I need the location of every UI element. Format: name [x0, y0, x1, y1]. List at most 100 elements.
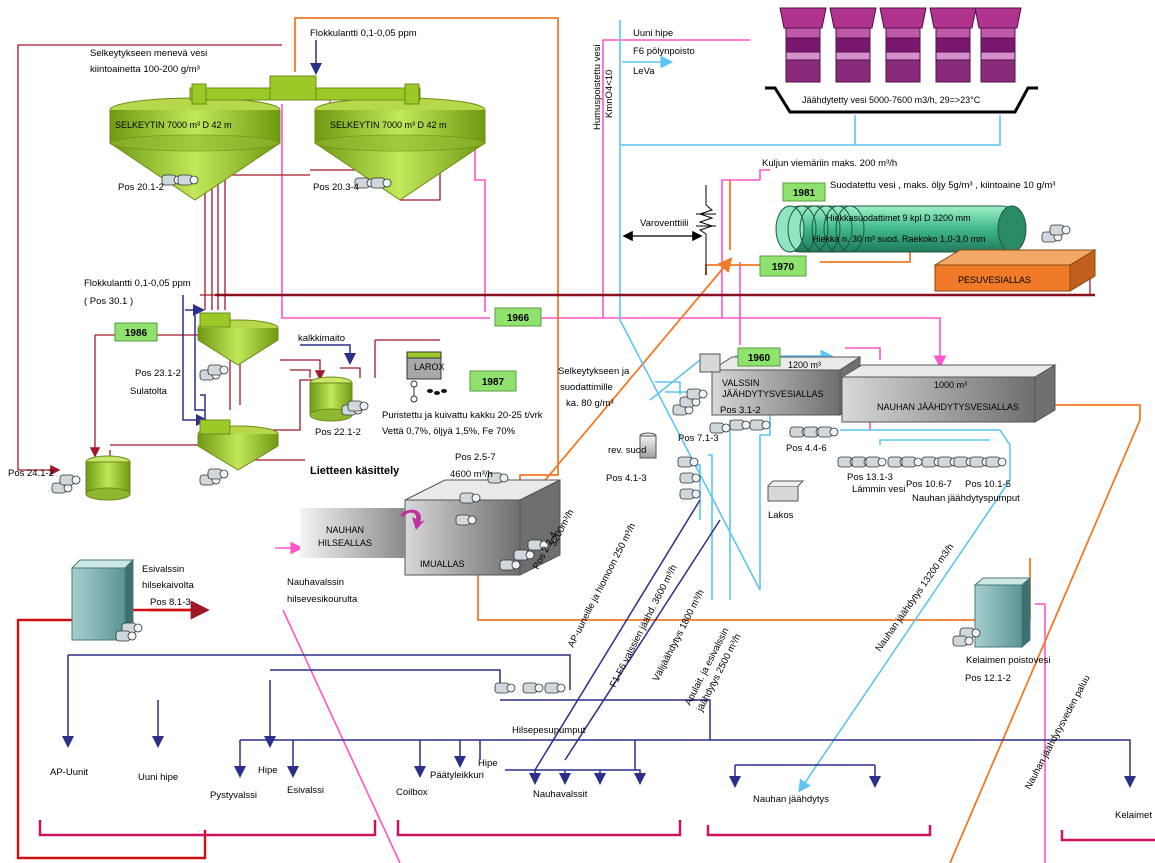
pump-icon: [500, 560, 520, 570]
discharge-buses: [40, 820, 1155, 840]
label-kelaimen-poisto: Kelaimen poistovesi: [966, 655, 1051, 666]
badge-1981: 1981: [783, 183, 825, 201]
label-esivalssi: Esivalssi: [287, 785, 324, 796]
label-nauhan-pumput: Nauhan jäähdytyspumput: [912, 493, 1020, 504]
label-selk-suod-3: ka. 80 g/m³: [566, 398, 614, 409]
label-pos-24: Pos 24.1-2: [8, 468, 54, 479]
pump-icon: [687, 389, 707, 399]
pump-icon: [348, 401, 368, 411]
red-pipes: [18, 610, 205, 858]
pump-icon: [866, 457, 886, 467]
label-selkeytin-1: SELKEYTIN 7000 m³ D 42 m: [115, 120, 232, 130]
label-valssin-1: VALSSIN: [722, 378, 759, 388]
nauhan-basin: [842, 365, 1055, 422]
small-clarifier-2: [198, 420, 278, 470]
label-uuni-hipe-top: Uuni hipe: [633, 28, 673, 39]
label-uuni-hipe: Uuni hipe: [138, 772, 178, 783]
label-pos-20-1: Pos 20.1-2: [118, 182, 164, 193]
svg-text:1966: 1966: [507, 313, 530, 324]
label-pos-10-6: Pos 10.6-7: [906, 479, 952, 490]
label-hiekka-2: Hiekka n. 30 m³ suod. Raekoko 1,0-3,0 mm: [812, 234, 986, 244]
label-suodatettu: Suodatettu vesi , maks. öljy 5g/m³ , kii…: [830, 180, 1055, 191]
svg-text:1970: 1970: [772, 262, 795, 273]
label-pos-8-1: Pos 8.1-3: [150, 597, 191, 608]
label-pesuvesiallas: PESUVESIALLAS: [958, 275, 1031, 285]
label-nauhan-13200: Nauhan jäähdytys 13200 m3/h: [873, 542, 956, 654]
label-pos-10-1: Pos 10.1-5: [965, 479, 1011, 490]
svg-text:1960: 1960: [748, 353, 771, 364]
pump-icon: [730, 420, 750, 430]
safety-valve: [696, 185, 716, 275]
pump-icon: [460, 493, 480, 503]
label-m3-1200: 1200 m³: [788, 360, 821, 370]
label-nauhan-jaahd-allas: NAUHAN JÄÄHDYTYSVESIALLAS: [877, 402, 1019, 412]
label-flokkulantti-mid: Flokkulantti 0,1-0,05 ppm: [84, 278, 191, 289]
pump-icon: [902, 457, 922, 467]
label-lietteen: Lietteen käsittely: [310, 465, 400, 477]
label-kalkkimaito: kalkkimaito: [298, 333, 345, 344]
tank-pos-24: [86, 456, 130, 500]
svg-text:1986: 1986: [125, 328, 148, 339]
label-jaahdytetty: Jäähdytetty vesi 5000-7600 m3/h, 29=>23°…: [802, 95, 981, 105]
pump-icon: [680, 489, 700, 499]
pump-icon: [456, 515, 476, 525]
label-pos-23: Pos 23.1-2: [135, 368, 181, 379]
label-nauhavalssin-1: Nauhavalssin: [287, 577, 344, 588]
label-pos-4-4: Pos 4.4-6: [786, 443, 827, 454]
label-hipe-1: Hipe: [258, 765, 278, 776]
pump-icon: [523, 683, 543, 693]
label-kelaimet: Kelaimet: [1115, 810, 1152, 821]
label-pos-3-1: Pos 3.1-2: [720, 405, 761, 416]
label-hiekka-1: Hiekkasuodattimet 9 kpl D 3200 mm: [826, 213, 971, 223]
label-selk-suod-2: suodattimille: [560, 382, 613, 393]
label-varoventtiili: Varoventtiili: [640, 218, 688, 229]
pump-icon: [495, 683, 515, 693]
label-selkeytykseen-1: Selkeytykseen menevä vesi: [90, 48, 207, 59]
badge-1966: 1966: [495, 308, 541, 326]
label-rev-suod: rev. suod: [608, 445, 646, 456]
label-esivalssin-2: hilsekaivolta: [142, 580, 194, 591]
label-selkeytykseen-2: kiintoainetta 100-200 g/m³: [90, 64, 200, 75]
pump-icon: [1050, 225, 1070, 235]
label-esivalssin-1: Esivalssin: [142, 564, 184, 575]
pump-icon: [60, 475, 80, 485]
lakos-box: [768, 481, 803, 501]
label-pos-22: Pos 22.1-2: [315, 427, 361, 438]
label-lakos: Lakos: [768, 510, 794, 521]
label-nauhavalssin-2: hilsevesikourulta: [287, 594, 358, 605]
label-pos-30-1: ( Pos 30.1 ): [84, 296, 133, 307]
badge-1987: 1987: [470, 371, 516, 391]
label-m3-1000: 1000 m³: [934, 380, 967, 390]
label-leva: LeVa: [633, 66, 655, 77]
label-pos-2-5: Pos 2.5-7: [455, 452, 496, 463]
label-ap-uunit-flow: AP-uuneille ja hiomoon 250 m³/h: [566, 522, 638, 650]
badge-1960: 1960: [738, 348, 780, 366]
label-humus-1: Humuspoistettu vesi: [592, 44, 603, 130]
clarifier-feed-box: [190, 76, 420, 104]
label-hilsepesupumput: Hilsepesupumput: [512, 725, 586, 736]
label-valssin-2: JÄÄHDYTYSVESIALLAS: [722, 389, 824, 399]
label-ap-uunit: AP-Uunit: [50, 767, 88, 778]
label-humus-2: KmnO4<10: [604, 70, 615, 118]
label-coilbox: Coilbox: [396, 787, 428, 798]
label-lammin-vesi: Lämmin vesi: [852, 484, 905, 495]
label-pos-20-3: Pos 20.3-4: [313, 182, 359, 193]
badge-1986: 1986: [115, 323, 157, 341]
pump-icon: [178, 175, 198, 185]
pump-icon: [986, 457, 1006, 467]
label-nauhan-hilse-2: HILSEALLAS: [318, 538, 372, 548]
pump-icon: [371, 178, 391, 188]
label-flokkulantti-top: Flokkulantti 0,1-0,05 ppm: [310, 28, 417, 39]
svg-text:1981: 1981: [793, 188, 816, 199]
label-larox: LAROX: [414, 362, 445, 372]
svg-text:1987: 1987: [482, 377, 505, 388]
pump-icon: [680, 473, 700, 483]
pump-icon: [116, 631, 136, 641]
label-kuljun: Kuljun viemäriin maks. 200 m³/h: [762, 158, 897, 169]
pump-icon: [514, 550, 534, 560]
larox-filter: [407, 352, 447, 402]
label-imuallas: IMUALLAS: [420, 559, 465, 569]
label-selkeytin-2: SELKEYTIN 7000 m³ D 42 m: [330, 120, 447, 130]
label-nauhan-jaahdytys: Nauhan jäähdytys: [753, 794, 829, 805]
